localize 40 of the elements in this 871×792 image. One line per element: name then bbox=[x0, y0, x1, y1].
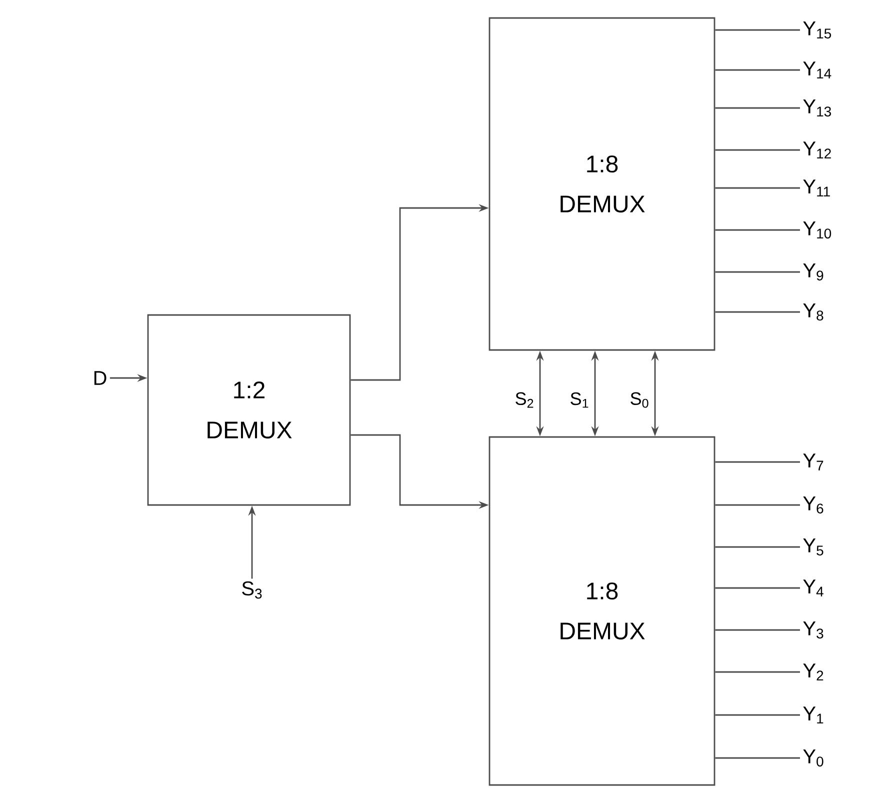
output-label: Y$_{12}$ bbox=[803, 142, 831, 158]
connector-line bbox=[715, 671, 800, 673]
connector-line bbox=[715, 229, 800, 231]
output-label: Y$_{8}$ bbox=[803, 304, 824, 320]
connector-line bbox=[715, 629, 800, 631]
edge-label: S$_{0}$ bbox=[628, 391, 650, 409]
output-label: Y$_{4}$ bbox=[803, 580, 824, 596]
output-label: Y$_{1}$ bbox=[803, 706, 824, 724]
connector-line bbox=[715, 587, 800, 589]
connector-line bbox=[715, 69, 800, 71]
connector-line bbox=[715, 504, 800, 506]
connector-line bbox=[715, 271, 800, 273]
connector-line bbox=[715, 149, 800, 151]
edge-label: S$_{1}$ bbox=[568, 391, 590, 409]
demux-box: 1:8 DEMUX bbox=[488, 17, 716, 351]
input-label: D bbox=[94, 371, 106, 385]
connector-line bbox=[715, 107, 800, 109]
demux-box: 1:8 DEMUX bbox=[488, 436, 716, 786]
output-label: Y$_{6}$ bbox=[803, 496, 824, 514]
connector-line bbox=[715, 187, 800, 189]
output-label: Y$_{15}$ bbox=[803, 22, 832, 38]
output-label: Y$_{10}$ bbox=[803, 222, 832, 238]
connector-line bbox=[715, 757, 800, 759]
output-label: Y$_{2}$ bbox=[803, 664, 824, 680]
connector-line bbox=[715, 714, 800, 716]
output-label: Y$_{9}$ bbox=[803, 264, 824, 280]
connector-line bbox=[715, 311, 800, 313]
output-label: Y$_{0}$ bbox=[803, 750, 824, 766]
demux-box: 1:2 DEMUX bbox=[147, 314, 351, 506]
output-label: Y$_{11}$ bbox=[803, 180, 830, 196]
select-label: S$_{3}$ bbox=[242, 581, 262, 599]
output-label: Y$_{7}$ bbox=[803, 454, 824, 470]
output-label: Y$_{3}$ bbox=[803, 622, 824, 638]
connector-line bbox=[715, 461, 800, 463]
connector-line bbox=[715, 29, 800, 31]
output-label: Y$_{5}$ bbox=[803, 538, 824, 556]
edge-label: S$_{2}$ bbox=[514, 391, 536, 409]
output-label: Y$_{13}$ bbox=[803, 100, 831, 116]
connector-line bbox=[715, 546, 800, 548]
output-label: Y$_{14}$ bbox=[803, 62, 832, 78]
